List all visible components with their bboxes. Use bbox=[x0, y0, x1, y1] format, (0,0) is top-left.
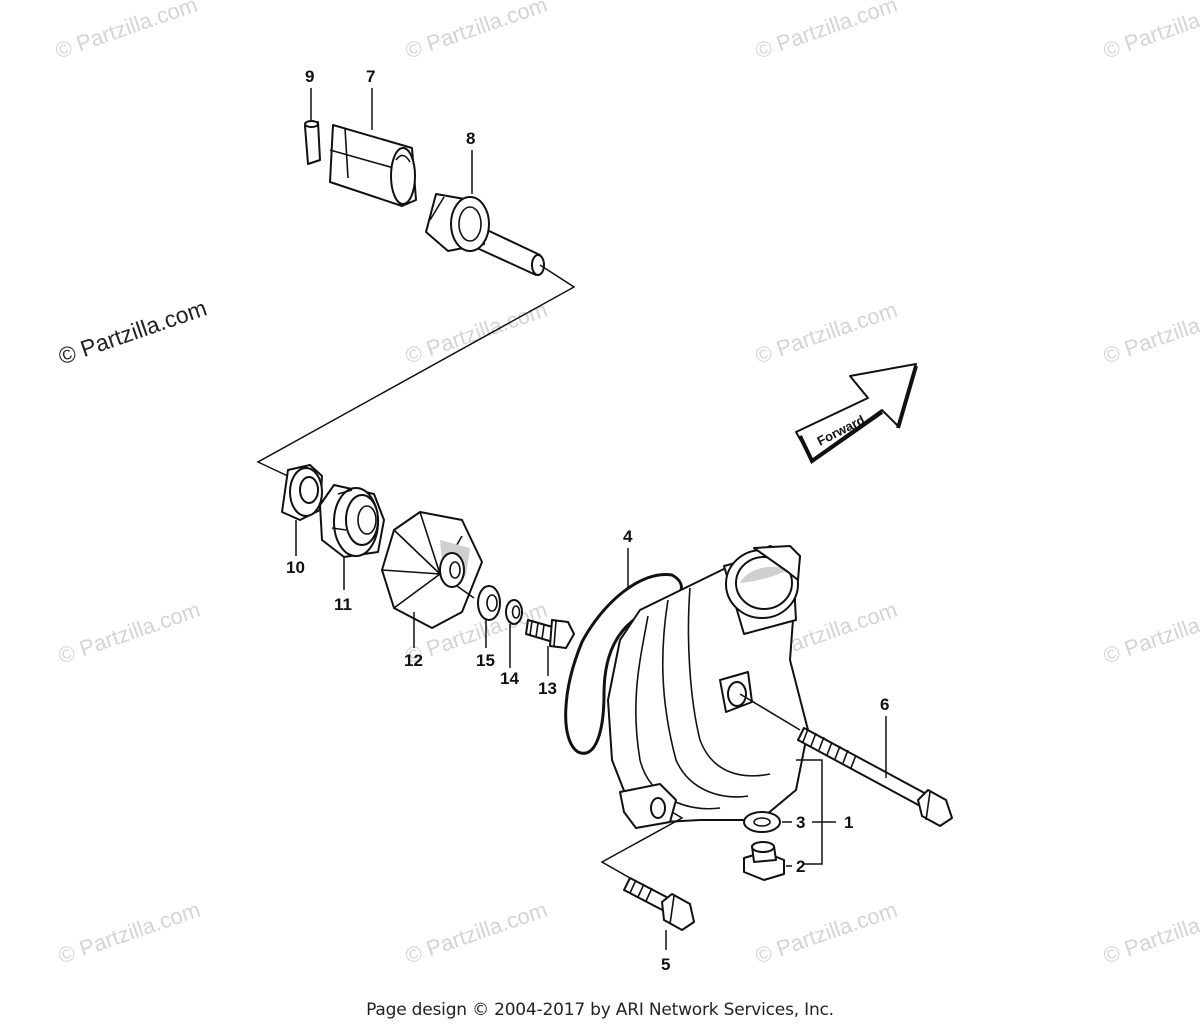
part-8-shaft[interactable] bbox=[425, 193, 545, 276]
callout-15: 15 bbox=[476, 651, 495, 670]
part-10-oil-seal[interactable] bbox=[281, 464, 323, 521]
part-6-long-bolt[interactable] bbox=[797, 727, 953, 827]
callout-6: 6 bbox=[880, 695, 889, 714]
forward-arrow: Forward bbox=[795, 363, 918, 464]
part-11-mechanical-seal[interactable] bbox=[319, 484, 385, 558]
callout-5: 5 bbox=[661, 955, 670, 974]
callout-9: 9 bbox=[305, 67, 314, 86]
footer-copyright: Page design © 2004-2017 by ARI Network S… bbox=[366, 1000, 834, 1020]
bolt-guide-line bbox=[739, 693, 801, 731]
callout-3: 3 bbox=[796, 813, 805, 832]
part-1-pump-housing[interactable] bbox=[607, 545, 809, 829]
callout-14: 14 bbox=[500, 669, 519, 688]
bolt-5-guide-line bbox=[600, 811, 684, 879]
callout-leaders bbox=[295, 88, 887, 950]
callout-1: 1 bbox=[844, 813, 853, 832]
part-14-washer[interactable] bbox=[505, 599, 523, 625]
callout-2: 2 bbox=[796, 857, 805, 876]
callout-8: 8 bbox=[466, 129, 475, 148]
part-13-bolt[interactable] bbox=[525, 619, 575, 649]
part-5-bolt[interactable] bbox=[623, 877, 695, 931]
callout-13: 13 bbox=[538, 679, 557, 698]
callout-11: 11 bbox=[334, 595, 352, 614]
part-3-washer[interactable] bbox=[743, 811, 781, 833]
part-9-pin[interactable] bbox=[304, 120, 321, 165]
callout-12: 12 bbox=[404, 651, 423, 670]
callout-4: 4 bbox=[623, 527, 633, 546]
part-15-washer[interactable] bbox=[477, 585, 501, 621]
part-12-impeller[interactable] bbox=[381, 511, 483, 629]
assembly-guide-line bbox=[256, 264, 576, 479]
part-2-drain-plug[interactable] bbox=[743, 841, 785, 881]
callout-7: 7 bbox=[366, 67, 375, 86]
part-7-coupling[interactable] bbox=[329, 124, 417, 207]
callout-numbers: 9 7 8 10 11 12 15 14 13 4 6 1 3 2 5 bbox=[286, 67, 889, 974]
callout-10: 10 bbox=[286, 558, 305, 577]
